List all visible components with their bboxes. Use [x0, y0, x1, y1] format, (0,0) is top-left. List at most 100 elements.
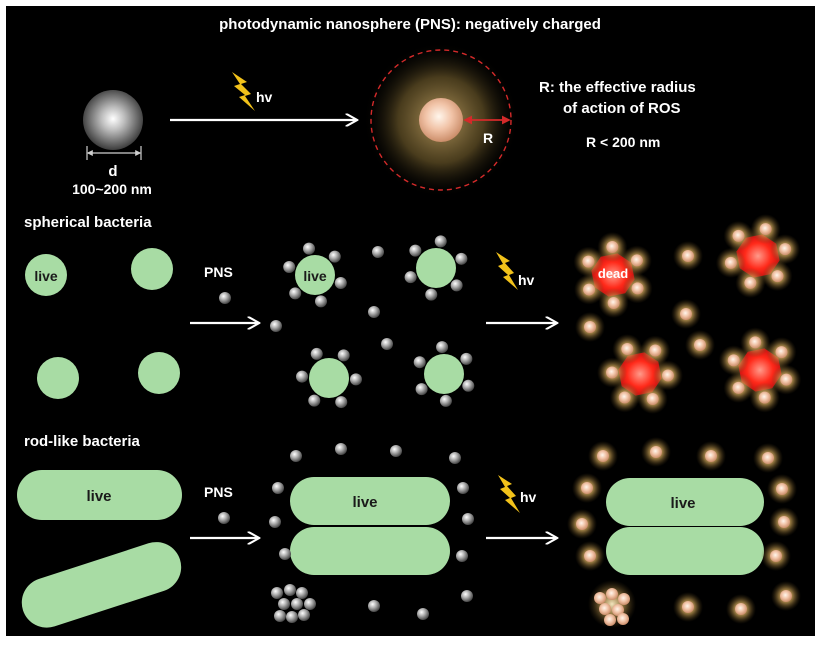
- activated-nanosphere-layer: [567, 214, 802, 628]
- nanosphere: [368, 306, 380, 318]
- nanosphere: [308, 394, 321, 407]
- rod-bacterium: [290, 527, 450, 575]
- nanosphere: [291, 598, 303, 610]
- spherical-bacterium: [37, 357, 79, 399]
- nanosphere: [218, 512, 230, 524]
- nanosphere: [436, 341, 449, 354]
- nanosphere: [404, 271, 417, 284]
- activated-nanosphere: [419, 98, 463, 142]
- nanosphere: [413, 356, 426, 369]
- activated-nanosphere: [705, 450, 717, 462]
- nanosphere: [337, 349, 350, 362]
- nanosphere-layer: [269, 235, 475, 623]
- nanosphere: [372, 246, 384, 258]
- activated-nanosphere: [618, 391, 631, 404]
- spherical-before-group: live: [25, 248, 180, 399]
- nanosphere: [415, 383, 428, 396]
- activated-nanosphere: [612, 604, 624, 616]
- nanosphere: [314, 295, 327, 308]
- activated-nanosphere: [775, 346, 788, 359]
- activated-nanosphere: [779, 243, 792, 256]
- activated-nanosphere: [583, 283, 596, 296]
- radius-constraint: R < 200 nm: [586, 134, 660, 150]
- pns-label: PNS: [204, 264, 233, 280]
- activated-nanosphere: [680, 308, 692, 320]
- nanosphere: [335, 443, 347, 455]
- activated-nanosphere: [597, 450, 609, 462]
- activated-nanosphere: [594, 592, 606, 604]
- radius-symbol: R: [483, 130, 493, 146]
- spherical-bacterium: [309, 358, 349, 398]
- spherical-heading: spherical bacteria: [24, 214, 152, 231]
- light-label: hv: [520, 489, 537, 505]
- activated-nanosphere: [650, 446, 662, 458]
- activated-nanosphere: [582, 255, 595, 268]
- activated-nanosphere: [778, 516, 790, 528]
- activated-nanosphere: [584, 550, 596, 562]
- spherical-with-pns-group: live: [295, 248, 464, 398]
- activated-nanosphere: [646, 392, 659, 405]
- nanosphere: [335, 396, 348, 409]
- nanosphere: [296, 370, 309, 383]
- activated-nanosphere: [606, 366, 619, 379]
- nanosphere: [450, 279, 463, 292]
- ros-radius-circle: [370, 49, 512, 191]
- nanosphere: [457, 482, 469, 494]
- nanosphere: [304, 598, 316, 610]
- photodynamic-nanosphere: [83, 90, 143, 150]
- rod-after-group: live: [606, 478, 764, 575]
- diagram-title: photodynamic nanosphere (PNS): negativel…: [219, 16, 601, 33]
- activated-nanosphere: [682, 601, 694, 613]
- activated-nanosphere: [780, 590, 792, 602]
- nanosphere: [271, 587, 283, 599]
- activated-nanosphere: [780, 373, 793, 386]
- diameter-label: d: [108, 163, 117, 180]
- activated-nanosphere: [749, 336, 762, 349]
- activated-nanosphere: [607, 296, 620, 309]
- nanosphere: [349, 373, 362, 386]
- activated-nanosphere: [762, 452, 774, 464]
- activated-nanosphere: [735, 603, 747, 615]
- nanosphere: [290, 450, 302, 462]
- spherical-bacterium: [138, 352, 180, 394]
- activated-nanosphere: [606, 588, 618, 600]
- spherical-bacterium: [131, 248, 173, 290]
- nanosphere: [334, 276, 347, 289]
- activated-nanosphere: [618, 593, 630, 605]
- activated-nanosphere: [599, 603, 611, 615]
- rod-with-pns-group: live: [290, 477, 450, 575]
- nanosphere: [434, 235, 447, 248]
- rod-heading: rod-like bacteria: [24, 433, 141, 450]
- nanosphere: [425, 288, 438, 301]
- activated-nanosphere: [649, 344, 662, 357]
- rod-bacterium: [606, 478, 764, 526]
- activated-nanosphere: [770, 550, 782, 562]
- activated-nanosphere: [724, 256, 737, 269]
- nanosphere: [449, 452, 461, 464]
- lightning-icon: [498, 475, 520, 513]
- nanosphere: [455, 252, 468, 265]
- activated-nanosphere: [630, 254, 643, 267]
- lightning-icon: [232, 72, 255, 111]
- nanosphere: [390, 445, 402, 457]
- rod-bacterium: [290, 477, 450, 525]
- activated-nanosphere: [581, 482, 593, 494]
- nanosphere: [310, 347, 323, 360]
- nanosphere: [462, 379, 475, 392]
- nanosphere: [219, 292, 231, 304]
- nanosphere: [270, 320, 282, 332]
- nanosphere: [269, 516, 281, 528]
- activated-nanosphere: [732, 381, 745, 394]
- spherical-bacterium: [295, 255, 335, 295]
- nanosphere: [279, 548, 291, 560]
- nanosphere: [296, 587, 308, 599]
- nanosphere: [274, 610, 286, 622]
- spherical-bacterium: [416, 248, 456, 288]
- nanosphere: [303, 242, 316, 255]
- nanosphere: [417, 608, 429, 620]
- nanosphere: [462, 513, 474, 525]
- nanosphere: [298, 609, 310, 621]
- activated-nanosphere: [631, 282, 644, 295]
